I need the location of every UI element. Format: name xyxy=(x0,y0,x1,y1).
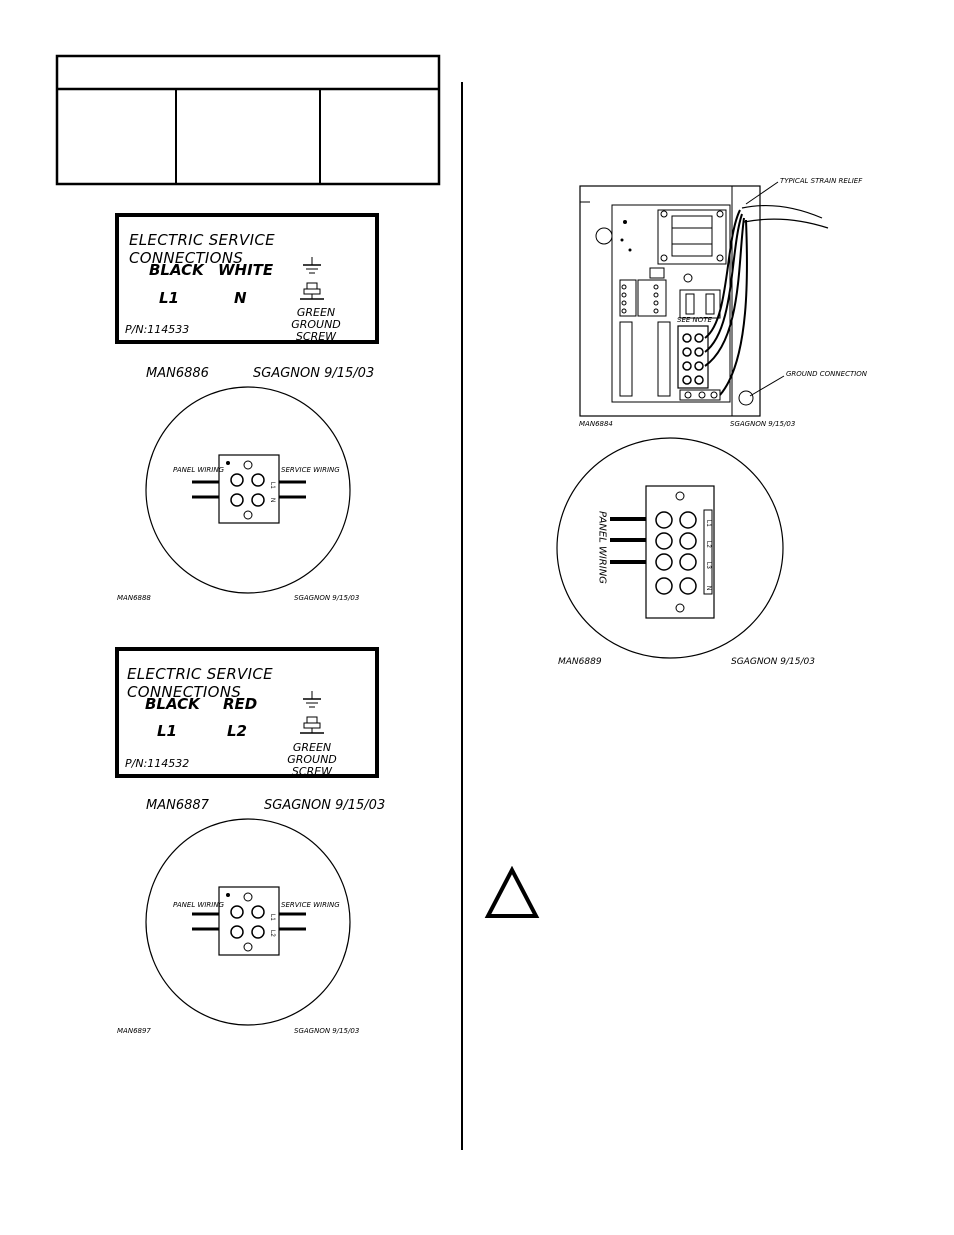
terminal-b: N xyxy=(234,289,247,307)
part-number: P/N:114533 xyxy=(125,323,190,336)
service-wiring-label-1: SERVICE WIRING xyxy=(281,466,340,474)
ground-screw-icon xyxy=(300,691,324,734)
ground-line-2: SCREW xyxy=(291,765,333,778)
ground-line-1: GREEN GROUND xyxy=(291,306,341,331)
terminal-label: N xyxy=(269,498,275,502)
label-title: ELECTRIC SERVICE CONNECTIONS xyxy=(127,665,273,701)
strain-relief-label: TYPICAL STRAIN RELIEF xyxy=(780,177,863,185)
header-table xyxy=(55,54,441,186)
service-label-1: ELECTRIC SERVICE CONNECTIONS BLACK WHITE… xyxy=(115,213,379,344)
terminal-label: L1 xyxy=(705,520,711,527)
terminal-a: L1 xyxy=(159,289,179,307)
panel-wiring-label-2: PANEL WIRING xyxy=(173,901,225,909)
panel-wiring-label-1: PANEL WIRING xyxy=(173,466,225,474)
caption-drawing-1: MAN6886 xyxy=(146,366,209,381)
panel-wiring-label-3: PANEL WIRING xyxy=(596,511,608,584)
service-wiring-label-2: SERVICE WIRING xyxy=(281,901,340,909)
wire-color-b: RED xyxy=(223,695,258,713)
label-title: ELECTRIC SERVICE CONNECTIONS xyxy=(129,231,275,267)
caption-drawing-2: MAN6887 xyxy=(146,798,209,813)
terminal-label: L3 xyxy=(705,562,711,569)
part-number: P/N:114532 xyxy=(125,757,190,770)
column-divider xyxy=(461,82,463,1150)
detail-author-2: SGAGNON 9/15/03 xyxy=(294,1027,360,1035)
ground-label: GREEN GROUND SCREW xyxy=(267,742,357,778)
ground-label: GREEN GROUND SCREW xyxy=(271,307,361,343)
control-panel-drawing xyxy=(579,181,829,417)
ground-line-1: GREEN GROUND xyxy=(287,741,337,766)
ground-line-2: SCREW xyxy=(295,330,337,343)
caption-author-2: SGAGNON 9/15/03 xyxy=(264,798,386,813)
detail-drawing-1: MAN6888 xyxy=(117,594,151,602)
wire-color-b: WHITE xyxy=(218,261,274,279)
panel-drawing-author: SGAGNON 9/15/03 xyxy=(730,420,796,428)
caption-author-1: SGAGNON 9/15/03 xyxy=(253,366,375,381)
detail-drawing-2: MAN6897 xyxy=(117,1027,151,1035)
terminal-label: N xyxy=(705,586,711,590)
terminal-label: L1 xyxy=(269,914,275,921)
service-label-2: ELECTRIC SERVICE CONNECTIONS BLACK RED L… xyxy=(115,647,379,778)
terminal-label: L1 xyxy=(269,482,275,489)
detail-drawing-3: MAN6889 xyxy=(558,657,602,667)
detail-author-1: SGAGNON 9/15/03 xyxy=(294,594,360,602)
terminal-detail-3: L1 L2 L3 N xyxy=(556,437,784,659)
ground-screw-icon xyxy=(300,257,324,300)
wire-color-a: BLACK xyxy=(145,695,200,713)
terminal-detail-2: L1 L2 xyxy=(145,818,351,1026)
terminal-label: L2 xyxy=(269,930,275,937)
see-note-label: SEE NOTE xyxy=(677,316,712,324)
terminal-a: L1 xyxy=(157,722,177,740)
wire-color-a: BLACK xyxy=(149,261,204,279)
detail-author-3: SGAGNON 9/15/03 xyxy=(731,657,815,667)
ground-connection-label: GROUND CONNECTION xyxy=(786,370,868,378)
warning-triangle-icon xyxy=(484,866,540,918)
panel-drawing-number: MAN6884 xyxy=(579,420,613,428)
terminal-label: L2 xyxy=(705,541,711,548)
terminal-b: L2 xyxy=(227,722,247,740)
terminal-detail-1: L1 N xyxy=(145,386,351,594)
